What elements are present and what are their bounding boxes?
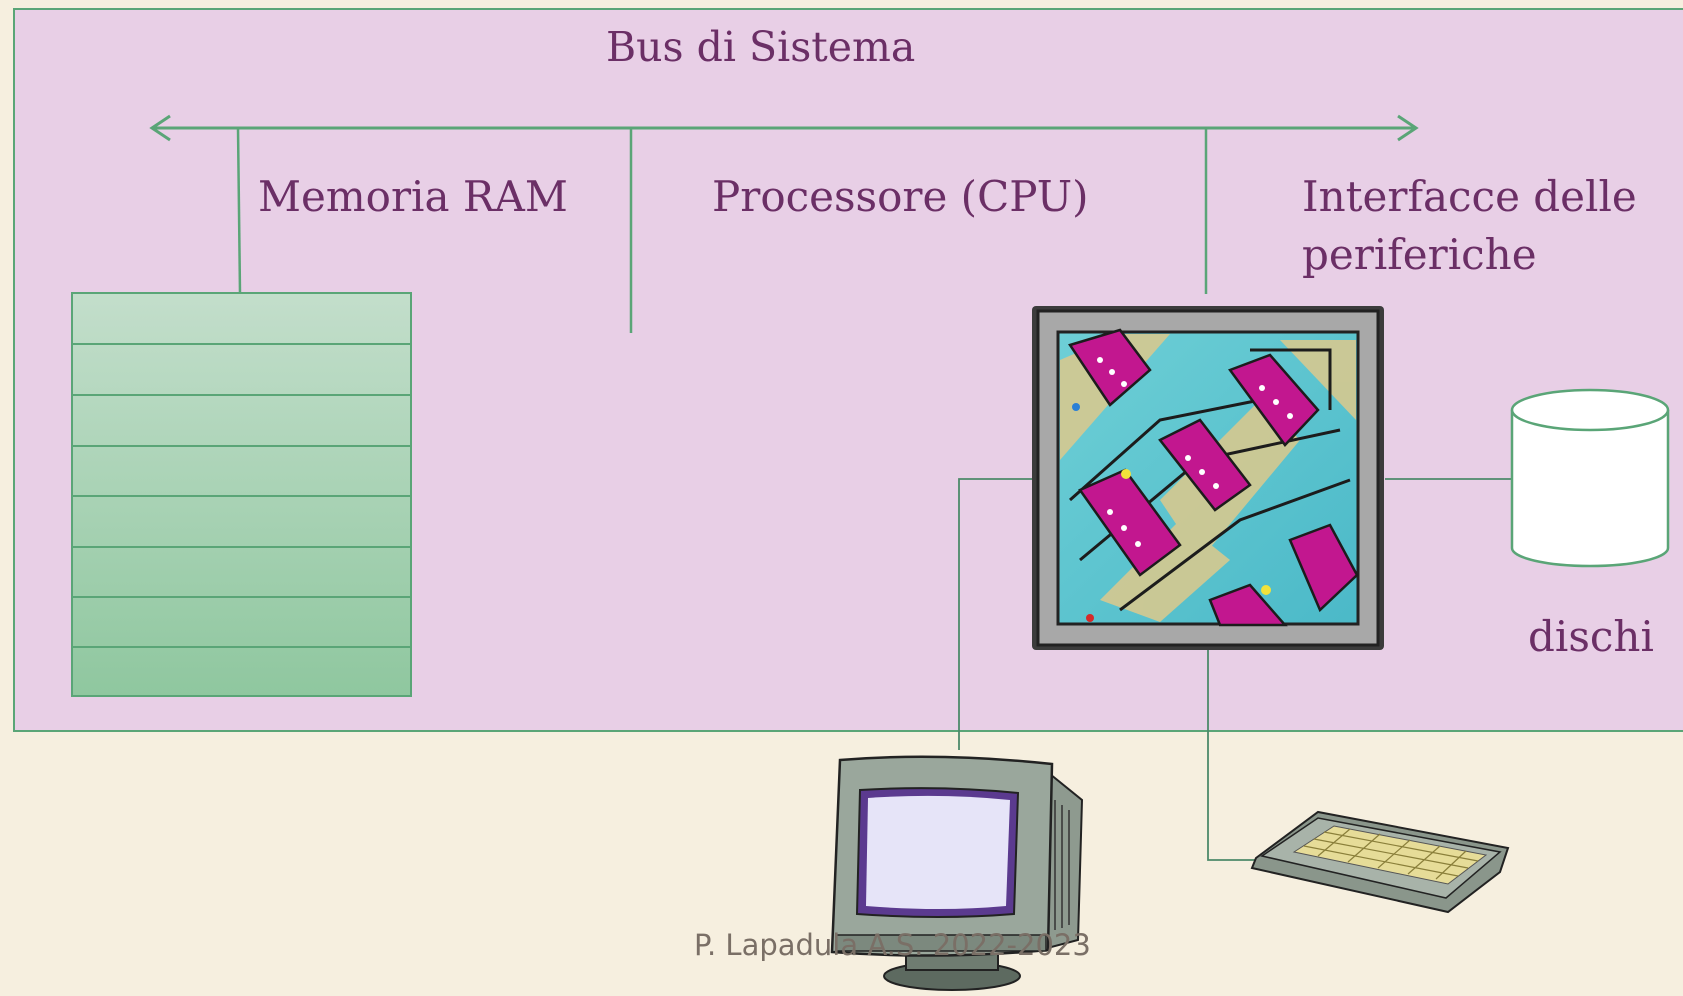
ram-block bbox=[71, 292, 412, 697]
ram-label: Memoria RAM bbox=[258, 172, 568, 221]
interfaces-label-line1: Interfacce delle bbox=[1302, 172, 1637, 221]
interface-board-icon bbox=[1032, 306, 1384, 650]
bus-connectors bbox=[236, 127, 1208, 333]
system-bus-arrow bbox=[149, 114, 1419, 142]
monitor-icon bbox=[830, 755, 1084, 991]
footer-credit: P. Lapadula A.S. 2022-2023 bbox=[694, 928, 1091, 962]
disks-label: dischi bbox=[1528, 612, 1654, 661]
cpu-label: Processore (CPU) bbox=[712, 172, 1089, 221]
bus-label: Bus di Sistema bbox=[606, 23, 916, 71]
keyboard-icon bbox=[1250, 810, 1510, 914]
peripheral-connectors bbox=[958, 478, 1512, 861]
interfaces-label-line2: periferiche bbox=[1302, 230, 1537, 279]
disk-cylinder-icon bbox=[1510, 388, 1670, 568]
